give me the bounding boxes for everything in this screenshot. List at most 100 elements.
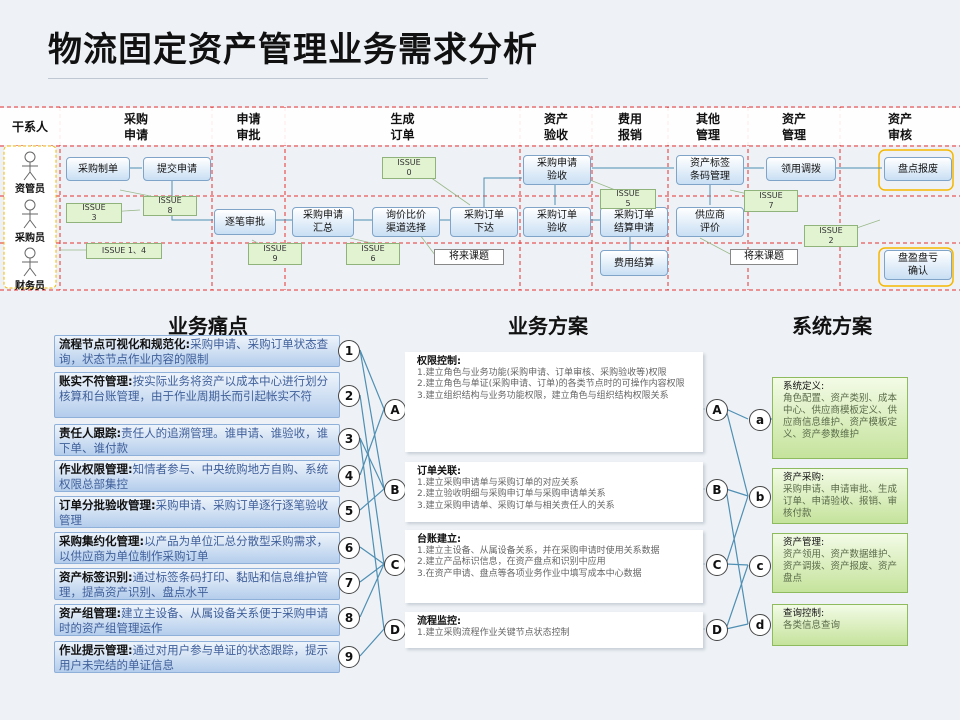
role-finance: 财务员 — [15, 281, 45, 292]
solution-line: 3.建立采购申请单、采购订单与相关责任人的关系 — [417, 500, 615, 511]
header-asset-audit: 资产 审核 — [887, 112, 912, 142]
section-title-solution: 业务方案 — [508, 314, 588, 338]
issue-tag: ISSUE 6 — [346, 243, 400, 265]
section-title-system: 系统方案 — [792, 314, 872, 338]
pain-point-text: 通过标签条码打印、黏贴和信息维护管理，提高资产识别、盘点水平 — [59, 570, 329, 599]
process-issue-order: 采购订单 下达 — [450, 207, 518, 237]
pain-number-badge: 5 — [338, 500, 360, 522]
header-asset-acceptance: 资产 验收 — [543, 112, 568, 142]
pain-point-item: 资产组管理:建立主设备、从属设备关系便于采购申请时的资产组管理运作 — [54, 604, 340, 636]
future-topic-note: 将来课题 — [434, 249, 504, 265]
header-expense-reimbursement: 费用 报销 — [617, 112, 642, 142]
solution-card: 权限控制: 1.建立角色与业务功能(采购申请、订单审核、采购验收等)权限 2.建… — [405, 352, 703, 452]
issue-tag: ISSUE 3 — [66, 203, 122, 223]
pain-number-badge: 2 — [338, 385, 360, 407]
solution-letter-badge: B — [706, 479, 728, 501]
solution-letter-badge: A — [706, 399, 728, 421]
pain-point-title: 资产标签识别: — [59, 570, 133, 584]
system-text: 采购申请、申请审批、生成订单、申请验收、报销、审核付款 — [783, 484, 898, 519]
pain-point-title: 作业权限管理: — [59, 462, 133, 476]
pain-number-badge: 4 — [338, 465, 360, 487]
pain-point-item: 作业提示管理:通过对用户参与单证的状态跟踪，提示用户未完结的单证信息 — [54, 641, 340, 673]
header-asset-management: 资产 管理 — [781, 112, 806, 142]
pain-point-text: 知情者参与、中央统购地方自购、系统权限总部集控 — [59, 462, 329, 491]
solution-card: 订单关联: 1.建立采购申请单与采购订单的对应关系 2.建立验收明细与采购申订单… — [405, 462, 703, 522]
pain-number-badge: 1 — [338, 340, 360, 362]
solution-title: 订单关联: — [417, 466, 461, 477]
pain-point-text: 责任人的追溯管理。谁申请、谁验收，谁下单、谁付款 — [59, 426, 329, 455]
issue-tag: ISSUE 9 — [248, 243, 302, 265]
page-title: 物流固定资产管理业务需求分析 — [48, 30, 538, 70]
header-other-management: 其他 管理 — [695, 112, 720, 142]
solution-line: 3.建立组织结构与业务功能权限，建立角色与组织结构权限关系 — [417, 390, 669, 401]
solution-title: 台账建立: — [417, 534, 461, 545]
system-letter-badge: b — [749, 486, 771, 508]
solution-title: 权限控制: — [417, 356, 461, 367]
issue-tag: ISSUE 2 — [804, 225, 858, 247]
issue-tag: ISSUE 7 — [744, 190, 798, 212]
pain-point-item: 订单分批验收管理:采购申请、采购订单逐行逐笔验收管理 — [54, 496, 340, 528]
pain-point-text: 通过对用户参与单证的状态跟踪，提示用户未完结的单证信息 — [59, 643, 329, 672]
pain-point-title: 采购集约化管理: — [59, 534, 145, 548]
process-transfer: 领用调拨 — [766, 157, 836, 181]
pain-point-item: 流程节点可视化和规范化:采购申请、采购订单状态查询，状态节点作业内容的限制 — [54, 335, 340, 367]
pain-point-title: 资产组管理: — [59, 606, 122, 620]
section-title-pain: 业务痛点 — [168, 314, 248, 338]
pain-point-title: 账实不符管理: — [59, 374, 133, 388]
pain-number-badge: 6 — [338, 537, 360, 559]
solution-line: 2.建立验收明细与采购申订单与采购申请单关系 — [417, 489, 606, 499]
process-aggregate-requests: 采购申请 汇总 — [292, 207, 354, 237]
system-title: 资产管理: — [783, 537, 825, 548]
solution-line: 1.建立采购流程作业关键节点状态控制 — [417, 627, 570, 638]
pain-number-badge: 8 — [338, 607, 360, 629]
process-inventory-confirm: 盘盈盘亏 确认 — [884, 250, 952, 280]
system-letter-badge: a — [749, 409, 771, 431]
system-card: 资产管理:资产领用、资产数据维护、资产调拨、资产报废、资产盘点 — [772, 533, 908, 593]
pain-point-item: 责任人跟踪:责任人的追溯管理。谁申请、谁验收，谁下单、谁付款 — [54, 424, 340, 456]
system-letter-badge: c — [749, 555, 771, 577]
pain-point-title: 作业提示管理: — [59, 643, 133, 657]
header-stakeholder: 干系人 — [11, 120, 48, 134]
process-create-purchase: 采购制单 — [66, 157, 130, 181]
pain-number-badge: 9 — [338, 646, 360, 668]
solution-card: 流程监控: 1.建立采购流程作业关键节点状态控制 — [405, 612, 703, 648]
process-approve-each: 逐笔审批 — [214, 209, 276, 235]
solution-line: 1.建立主设备、从属设备关系，并在采购申请时使用关系数据 — [417, 545, 660, 556]
role-purchaser: 采购员 — [15, 233, 45, 244]
issue-tag: ISSUE 5 — [600, 189, 656, 209]
role-asset-manager: 资管员 — [15, 184, 45, 195]
pain-point-text: 采购申请、采购订单状态查询，状态节点作业内容的限制 — [59, 337, 329, 366]
title-divider — [48, 78, 488, 79]
process-submit-request: 提交申请 — [143, 157, 211, 181]
pain-number-badge: 3 — [338, 428, 360, 450]
issue-tag: ISSUE 1、4 — [86, 243, 162, 259]
process-expense-settlement: 费用结算 — [600, 250, 668, 276]
system-title: 资产采购: — [783, 472, 825, 483]
pain-point-item: 采购集约化管理:以产品为单位汇总分散型采购需求，以供应商为单位制作采购订单 — [54, 532, 340, 564]
header-generate-order: 生成 订单 — [390, 112, 415, 142]
pain-point-title: 订单分批验收管理: — [59, 498, 156, 512]
process-settlement-request: 采购订单 结算申请 — [600, 207, 668, 237]
pain-point-item: 账实不符管理:按实际业务将资产以成本中心进行划分核算和台账管理，由于作业周期长而… — [54, 372, 340, 418]
pain-point-text: 建立主设备、从属设备关系便于采购申请时的资产组管理运作 — [59, 606, 329, 635]
pain-number-badge: 7 — [338, 572, 360, 594]
solution-letter-badge: D — [706, 619, 728, 641]
process-price-inquiry: 询价比价 渠道选择 — [372, 207, 440, 237]
solution-line: 2.建立产品标识信息，在资产盘点和识别中应用 — [417, 557, 606, 567]
solution-letter-badge: A — [384, 399, 406, 421]
system-text: 角色配置、资产类别、成本中心、供应商模板定义、供应商信息维护、资产模板定义、资产… — [783, 393, 898, 440]
solution-line: 1.建立采购申请单与采购订单的对应关系 — [417, 477, 579, 488]
pain-point-text: 采购申请、采购订单逐行逐笔验收管理 — [59, 498, 329, 527]
solution-card: 台账建立: 1.建立主设备、从属设备关系，并在采购申请时使用关系数据 2.建立产… — [405, 530, 703, 603]
process-inventory-scrap: 盘点报废 — [884, 157, 952, 181]
process-order-acceptance: 采购订单 验收 — [523, 207, 591, 237]
pain-point-item: 资产标签识别:通过标签条码打印、黏贴和信息维护管理，提高资产识别、盘点水平 — [54, 568, 340, 600]
header-request-approval: 申请 审批 — [236, 112, 261, 142]
solution-letter-badge: C — [384, 554, 406, 576]
solution-line: 3.在资产申请、盘点等各项业务作业中填写成本中心数据 — [417, 568, 642, 579]
system-card: 系统定义:角色配置、资产类别、成本中心、供应商模板定义、供应商信息维护、资产模板… — [772, 377, 908, 459]
system-card: 资产采购:采购申请、申请审批、生成订单、申请验收、报销、审核付款 — [772, 468, 908, 524]
solution-letter-badge: B — [384, 479, 406, 501]
issue-tag: ISSUE 0 — [382, 157, 436, 179]
system-title: 系统定义: — [783, 381, 825, 392]
